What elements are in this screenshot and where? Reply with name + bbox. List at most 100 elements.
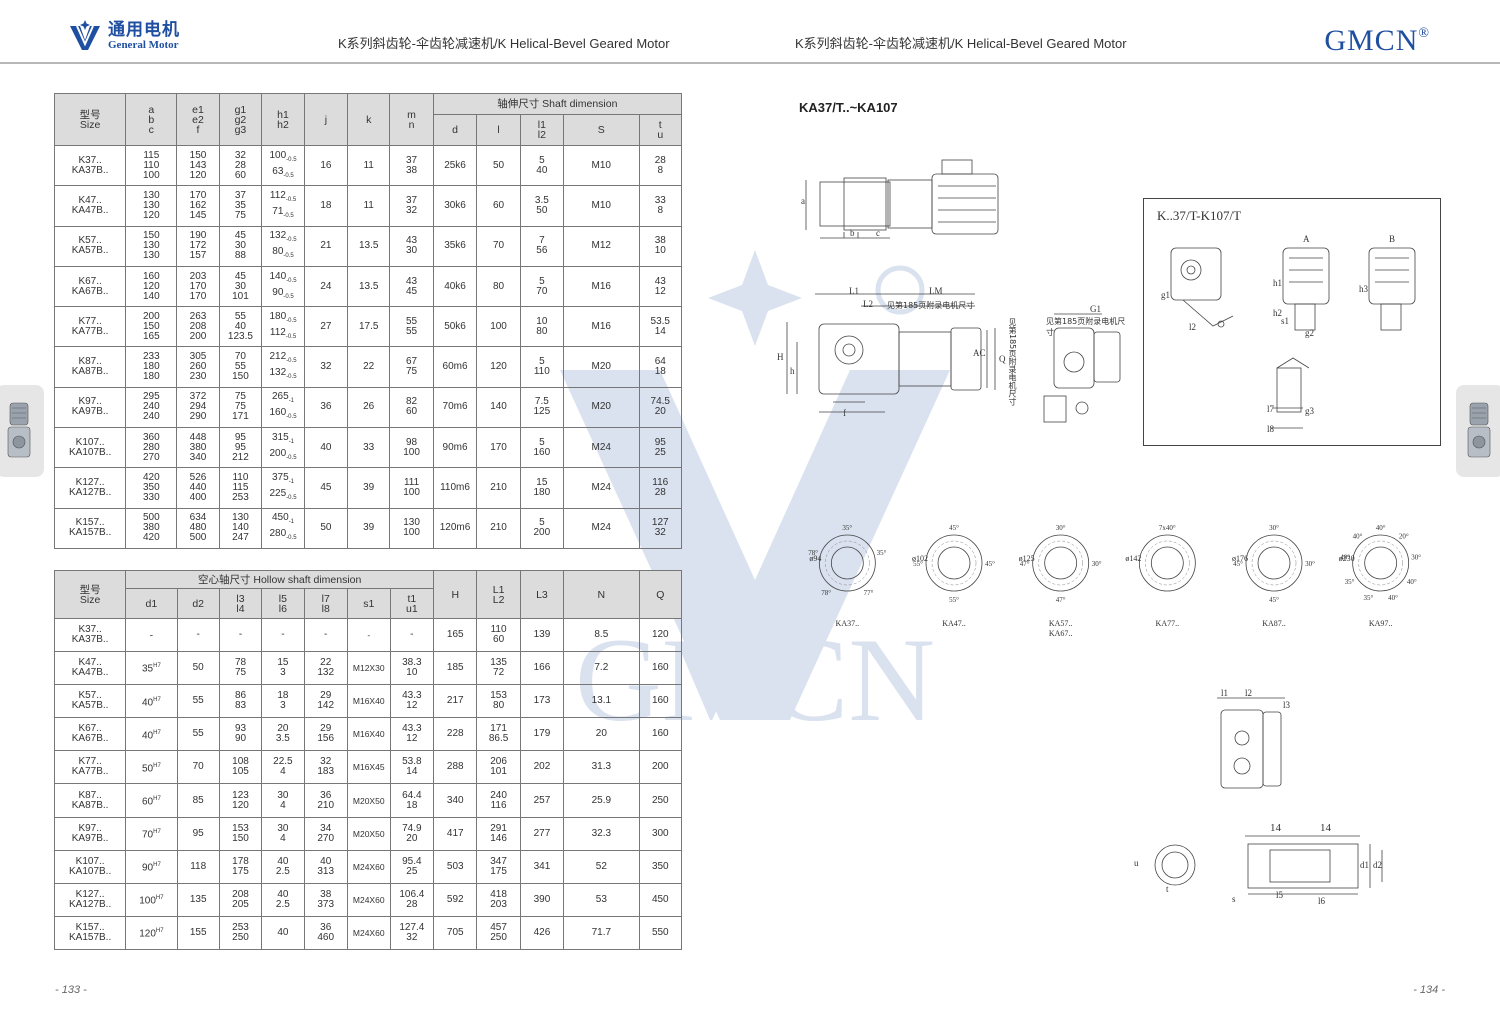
tu-cell: 28 8 — [638, 144, 683, 187]
h1-tolerance: -0.5 — [286, 317, 297, 324]
l78-cell: 22 132 — [303, 651, 348, 686]
label-B: B — [1389, 234, 1396, 244]
col-Q: Q — [638, 570, 683, 619]
g-cell: 70 55 150 — [218, 346, 263, 388]
abc-cell: 295 240 240 — [125, 386, 178, 429]
d2-cell: 135 — [176, 882, 220, 917]
ef-cell: 203 170 170 — [176, 265, 220, 308]
l34-cell: - — [218, 617, 263, 653]
size-cell: K67.. KA67B.. — [53, 717, 127, 752]
l34-cell: 178 175 — [218, 849, 263, 884]
flange-svg: ø9435°35°77°78°78°KA37..ø10245°45°55°55°… — [808, 524, 1421, 638]
flange-outer-circle — [925, 534, 983, 592]
size-cell: K127.. KA127B.. — [53, 882, 127, 917]
flange-inner-circle — [830, 546, 864, 580]
tu-cell: 38 10 — [638, 225, 683, 267]
L12-cell: 110 60 — [476, 617, 521, 653]
flange-diameter: ø102 — [912, 554, 928, 563]
size-cell: K97.. KA97B.. — [53, 386, 127, 429]
d1-value: 50 — [141, 763, 154, 775]
mn-cell: 37 38 — [389, 144, 434, 187]
col-mn: m n — [389, 93, 434, 146]
h2-tolerance: -0.5 — [286, 414, 297, 421]
flange-diameter: ø94 — [809, 554, 821, 563]
mn-cell: 43 30 — [389, 225, 434, 267]
h1-value: 132 — [269, 230, 287, 242]
h1-tolerance: -1 — [288, 519, 295, 526]
h1-value: 375 — [272, 472, 289, 484]
ef-cell: 150 143 120 — [176, 144, 220, 187]
h2-value: 63 — [272, 165, 284, 177]
flange-bolt-circle — [1038, 540, 1083, 586]
d2-cell: - — [176, 617, 220, 653]
L12-cell: 135 72 — [476, 651, 521, 686]
flange-bolt-circle — [825, 540, 870, 586]
label-h3: h3 — [1359, 284, 1368, 294]
size-cell: K67.. KA67B.. — [53, 265, 127, 308]
size-cell: K127.. KA127B.. — [53, 467, 127, 509]
col-size: 型号 Size — [53, 93, 127, 146]
l56-cell: 40 — [261, 915, 305, 950]
h2-value: 225 — [269, 488, 287, 500]
j-cell: 40 — [303, 427, 348, 469]
tu1-cell: 95.4 25 — [389, 849, 435, 884]
k-cell: 13.5 — [346, 225, 391, 267]
h2-tolerance: -0.5 — [283, 253, 294, 260]
h2-tolerance: -0.5 — [283, 293, 294, 300]
L3-cell: 173 — [519, 684, 565, 719]
abc-cell: 115 110 100 — [125, 144, 178, 187]
flange-bolt-circle — [1358, 540, 1403, 586]
motor-note-vertical: 见第185页附录电机尺寸 — [1008, 318, 1017, 406]
N-cell: 31.3 — [563, 750, 640, 785]
l56-cell: 40 2.5 — [261, 882, 305, 917]
flange-angle: 30° — [1056, 524, 1066, 532]
L3-cell: 179 — [519, 717, 565, 752]
col-l56: l5 l6 — [261, 588, 305, 619]
j-cell: 21 — [303, 225, 348, 267]
col-d1: d1 — [125, 588, 178, 619]
N-cell: 20 — [563, 717, 640, 752]
d2-cell: 55 — [176, 684, 220, 719]
H-cell: 705 — [433, 915, 478, 950]
l-cell: 60 — [476, 185, 521, 227]
l34-cell: 253 250 — [218, 915, 263, 950]
k-cell: 22 — [346, 346, 391, 388]
l56-cell: 15 3 — [261, 651, 305, 686]
L3-cell: 341 — [519, 849, 565, 884]
d-cell: 90m6 — [432, 427, 478, 469]
d1-value: 35 — [141, 663, 154, 675]
d1-cell: 70H7 — [125, 816, 178, 851]
flange-angle: 45° — [985, 560, 995, 568]
label-l3: l3 — [1283, 700, 1291, 710]
hollow-shaft-section-svg — [1154, 835, 1383, 895]
h2-value: 160 — [269, 407, 287, 419]
company-logo: 通用电机 General Motor — [68, 20, 180, 52]
H-cell: 503 — [433, 849, 478, 884]
s1-cell: M24X60 — [346, 849, 391, 884]
d-cell: 40k6 — [432, 265, 478, 308]
ef-cell: 634 480 500 — [176, 507, 220, 549]
l34-cell: 108 105 — [218, 750, 263, 785]
label-LM: LM — [929, 286, 943, 296]
l12-cell: 7.5 125 — [519, 386, 565, 429]
col-l34: l3 l4 — [218, 588, 263, 619]
tu-cell: 33 8 — [638, 185, 683, 227]
l-cell: 80 — [476, 265, 521, 308]
abc-cell: 500 380 420 — [125, 507, 178, 549]
s-cell: M10 — [563, 144, 640, 187]
label-d1: d1 — [1360, 860, 1369, 870]
tu1-cell: 53.8 14 — [389, 750, 435, 785]
H-cell: 288 — [433, 750, 478, 785]
ef-cell: 170 162 145 — [176, 185, 220, 227]
flange-angle: 55° — [949, 596, 959, 604]
brand-name: GMCN® — [1324, 24, 1430, 58]
drawing-hollow-shaft-end: l1 l2 l3 — [1205, 688, 1295, 793]
